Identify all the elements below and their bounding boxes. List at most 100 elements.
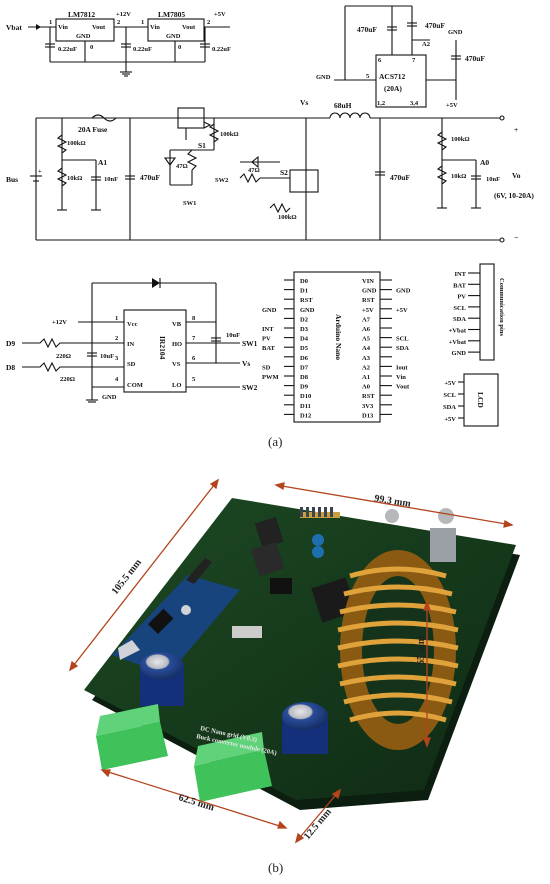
nano-right-pin: A3	[362, 355, 371, 362]
nano-right-ext: SDA	[396, 345, 409, 352]
vs-label: Vs	[300, 98, 308, 107]
nano-left-pin: D2	[300, 316, 308, 323]
comm-pin: +Vbat	[449, 328, 467, 335]
r10k-3-label: 10kΩ	[451, 173, 466, 180]
terminal-block-left	[96, 704, 168, 770]
sensor-5v-label: +5V	[446, 102, 458, 109]
ir2104-vcc: Vcc	[127, 321, 138, 328]
nano-left-pin: D8	[300, 374, 309, 381]
driver-sw2-label: SW2	[242, 383, 258, 392]
a0-label: A0	[480, 158, 489, 167]
ir2104-box	[123, 309, 187, 393]
nano-right-pin: A6	[362, 326, 371, 333]
nano-left-pin: D6	[300, 355, 309, 362]
d9-label: D9	[6, 339, 15, 348]
nano-right-pin: RST	[362, 393, 375, 400]
acs712-name: ACS712	[379, 72, 406, 81]
comm-pin: +Vbat	[449, 339, 467, 346]
comm-pin: SDA	[453, 316, 466, 323]
acs712-pin34: 3,4	[410, 100, 419, 107]
ir2104-pin8: 8	[192, 315, 196, 322]
current-sensor-section: ACS712 (20A) 6 7 1,2 3,4 5 470uF 470uF A…	[316, 5, 485, 109]
ir2104-pin5: 5	[192, 376, 196, 383]
cap-sensor-right-label: 470uF	[465, 54, 485, 63]
lcd-box	[463, 373, 499, 427]
nano-right-ext: Vin	[396, 374, 406, 381]
cap-sensor-top-label: 470uF	[425, 21, 445, 30]
comm-header-label: Communication pins	[498, 278, 505, 336]
ir2104-ho: HO	[172, 341, 182, 348]
nano-right-pin: A0	[362, 384, 370, 391]
nano-left-ext: SD	[262, 364, 271, 371]
driver-gnd-label: GND	[102, 394, 117, 401]
sensor-gnd1-label: GND	[316, 74, 331, 81]
cap-sensor-left-label: 470uF	[357, 25, 377, 34]
nano-right-pin: RST	[362, 297, 375, 304]
nano-right-pin: A5	[362, 336, 371, 343]
r100k-1-label: 100kΩ	[67, 140, 86, 147]
ir2104-pin4: 4	[115, 376, 119, 383]
sw2-label: SW2	[215, 177, 228, 184]
lcd-pin: +5V	[444, 380, 456, 387]
nano-right-ext: +5V	[396, 307, 408, 314]
comm-pin: SCL	[453, 305, 466, 312]
driver-c1-label: 10uF	[100, 353, 114, 360]
communication-section: Communication pins INTBATPVSCLSDA+Vbat+V…	[449, 263, 505, 361]
dim-top-label: 99.3 mm	[374, 493, 413, 510]
d8-label: D8	[6, 363, 15, 372]
vo-range-label: (6V, 10-20A)	[494, 191, 534, 200]
vo-plus: +	[514, 125, 518, 134]
nano-left-pin: D3	[300, 326, 309, 333]
ir2104-vb: VB	[172, 321, 182, 328]
comm-pin: INT	[454, 271, 466, 278]
electrolytic-cap-right	[282, 702, 328, 754]
bus-label: Bus	[6, 175, 18, 184]
cap-c2-label: 0.22uF	[133, 46, 152, 53]
nano-right-pin: A4	[362, 345, 371, 352]
dim-depth-label: 12.5 mm	[302, 806, 334, 842]
ir2104-in: IN	[127, 341, 135, 348]
nano-left-pin: D12	[300, 412, 311, 419]
r47-2-label: 47Ω	[248, 167, 260, 174]
nano-left-ext: GND	[262, 307, 277, 314]
ir2104-pin6: 6	[192, 355, 196, 362]
driver-sw1-label: SW1	[242, 339, 258, 348]
arduino-module	[112, 575, 240, 675]
nano-left-pin: D10	[300, 393, 311, 400]
lm7812-name: LM7812	[68, 10, 95, 19]
caption-b: (b)	[268, 860, 284, 875]
lm7812-pin1: 1	[49, 19, 52, 26]
nano-left-ext: PV	[262, 336, 271, 343]
nano-left-pin: GND	[300, 307, 315, 314]
ir2104-com: COM	[127, 382, 143, 389]
lm7805-gnd: GND	[166, 33, 181, 40]
lm7805-vout: Vout	[182, 24, 196, 31]
plus12v-label: +12V	[116, 11, 131, 18]
nano-left-pin: D11	[300, 403, 311, 410]
nano-right-ext: Iout	[396, 364, 408, 371]
nano-right-pin: A7	[362, 316, 371, 323]
driver-vs-label: Vs	[242, 359, 250, 368]
vbat-label: Vbat	[6, 23, 22, 32]
c470-2-label: 470uF	[390, 173, 410, 182]
ir2104-name: IR2104	[158, 336, 167, 360]
nano-right-pin: A1	[362, 374, 370, 381]
lm7805-vin: Vin	[150, 24, 160, 31]
bootstrap-diode	[152, 278, 160, 288]
nano-right-pin: A2	[362, 364, 370, 371]
lm7805-pin1: 1	[141, 19, 144, 26]
vo-minus: −	[514, 233, 518, 242]
cap-c3-label: 0.22uF	[212, 46, 231, 53]
nano-right-pin: 3V3	[362, 403, 374, 410]
ir2104-vs: VS	[172, 361, 181, 368]
dim-left-label: 105.5 mm	[110, 557, 145, 597]
nano-right-pin: +5V	[362, 307, 374, 314]
diode-s2	[251, 155, 259, 169]
sw1-label: SW1	[183, 200, 196, 207]
lm7805-box	[147, 18, 205, 42]
r10k-1-label: 10kΩ	[67, 175, 82, 182]
r100k-2-label: 100kΩ	[278, 214, 297, 221]
lm7812-gnd: GND	[76, 33, 91, 40]
c470-1-label: 470uF	[140, 173, 160, 182]
